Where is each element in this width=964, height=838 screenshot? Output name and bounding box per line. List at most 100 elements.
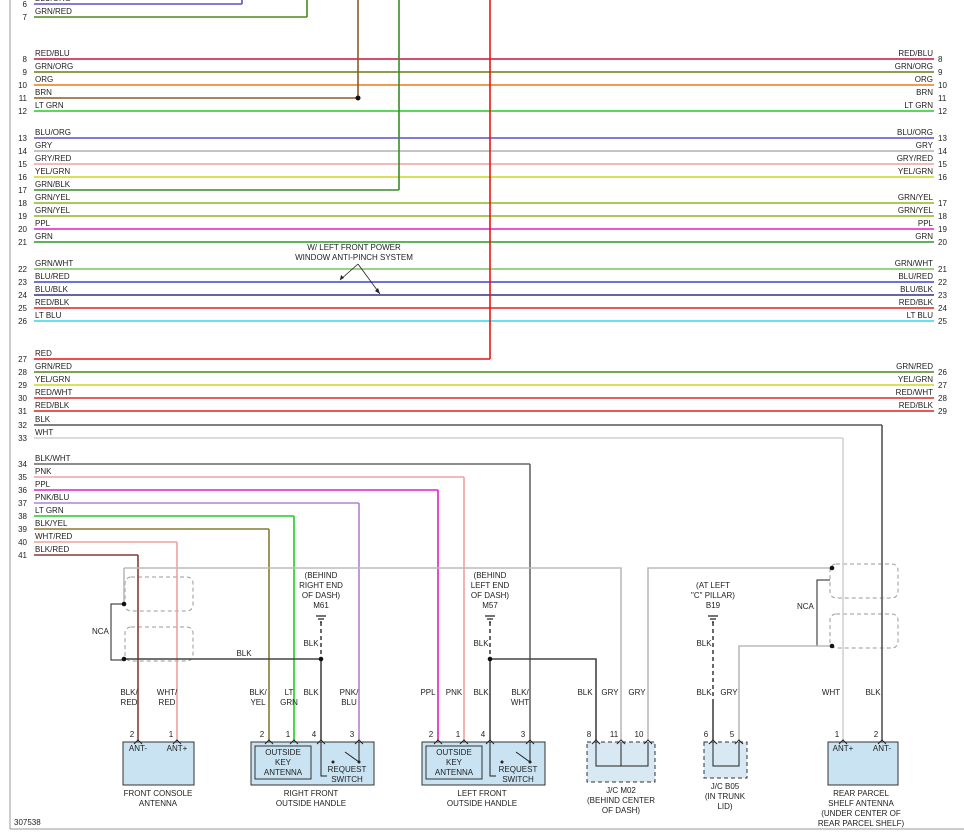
right-wire-label-21: GRN/WHT (895, 259, 933, 268)
blk-label-bus: BLK (236, 649, 252, 658)
right-wire-number-18: 18 (938, 212, 947, 221)
right-wire-label-22: BLU/RED (898, 272, 933, 281)
wire-label-34: BLK/WHT (35, 454, 71, 463)
pin-label-lf_3-0: BLK/ (511, 688, 529, 697)
anti-pinch-arrowhead-left (340, 275, 344, 280)
wire-number-10: 10 (18, 81, 27, 90)
wire-label-14: GRY (35, 141, 53, 150)
right-wire-number-29: 29 (938, 407, 947, 416)
wire-label-16: YEL/GRN (35, 167, 70, 176)
rp-pin-ant-plus: ANT+ (833, 744, 854, 753)
anti-pinch-note-line1: W/ LEFT FRONT POWER (307, 243, 401, 252)
rp-caption-1: SHELF ANTENNA (828, 799, 894, 808)
right_front-inner-0: OUTSIDE (265, 748, 301, 757)
wire-label-15: GRY/RED (35, 154, 72, 163)
connector-pin (708, 739, 718, 745)
wire-label-25: RED/BLK (35, 298, 70, 307)
wire-label-26: LT BLU (35, 311, 62, 320)
jc-b05-caption-2: LID) (717, 802, 732, 811)
right-wire-label-13: BLU/ORG (897, 128, 933, 137)
connector-pin (838, 739, 848, 745)
pin-label-lf_4-0: BLK (473, 688, 489, 697)
bottom-graphics (121, 425, 899, 786)
right-wire-number-13: 13 (938, 134, 947, 143)
jc-m02-pinnum-1: 11 (610, 730, 619, 739)
right-wire-number-27: 27 (938, 381, 947, 390)
rp-pinnum-2: 2 (874, 730, 879, 739)
nca-right-bracket (816, 579, 830, 647)
right-wire-label-27: YEL/GRN (898, 375, 933, 384)
wire-number-26: 26 (18, 317, 27, 326)
pin-label-rf_4-0: BLK (303, 688, 319, 697)
right-wire-number-26: 26 (938, 368, 947, 377)
fc-pin-ant-minus: ANT- (129, 744, 148, 753)
connector-pin (734, 739, 744, 745)
wire-label-19: GRN/YEL (35, 206, 71, 215)
wire-number-13: 13 (18, 134, 27, 143)
pin-label-lf_3-1: WHT (511, 698, 529, 707)
jc-b05-pinnum-1: 5 (730, 730, 735, 739)
fc-pinnum-1: 1 (169, 730, 174, 739)
splice-dot (121, 601, 127, 607)
pin-label-lf_1-0: PNK (446, 688, 463, 697)
wire-number-38: 38 (18, 512, 27, 521)
pin-label-m02_10-0: GRY (628, 688, 646, 697)
nca-left-bracket (110, 603, 124, 661)
wire-label-10: ORG (35, 75, 53, 84)
splice-dot (829, 565, 835, 571)
wire-number-23: 23 (18, 278, 27, 287)
right-wire-label-24: RED/BLK (899, 298, 934, 307)
ground-label-b19-1: "C" PILLAR) (691, 591, 735, 600)
wire-number-39: 39 (18, 525, 27, 534)
right-wire-number-25: 25 (938, 317, 947, 326)
nca-left-label: NCA (92, 627, 110, 636)
wire-label-20: PPL (35, 219, 51, 228)
right-wire-number-22: 22 (938, 278, 947, 287)
jc-m02-pinnum-2: 10 (635, 730, 644, 739)
ground-icon-b19 (708, 615, 718, 623)
left_front-pinnum-2: 4 (481, 730, 486, 739)
right-wire-label-28: RED/WHT (896, 388, 933, 397)
wire-label-36: PPL (35, 480, 51, 489)
right-wire-number-14: 14 (938, 147, 947, 156)
wire-number-33: 33 (18, 434, 27, 443)
wire-number-34: 34 (18, 460, 27, 469)
ground-label-m61-0: (BEHIND (305, 571, 338, 580)
ground-label-m57-3: M57 (482, 601, 498, 610)
right-wire-number-11: 11 (938, 94, 947, 103)
connector-pin (459, 739, 469, 745)
wire-label-30: RED/WHT (35, 388, 72, 397)
pin-label-rf_3-1: BLU (341, 698, 357, 707)
wire-number-20: 20 (18, 225, 27, 234)
right_front-caption-1: OUTSIDE HANDLE (276, 799, 346, 808)
left_front-switch-0: REQUEST (499, 765, 538, 774)
rp-pinnum-1: 1 (835, 730, 840, 739)
jc-m02-caption-2: OF DASH) (602, 806, 641, 815)
wire-number-14: 14 (18, 147, 27, 156)
wire-label-13: BLU/ORG (35, 128, 71, 137)
wire-label-41: BLK/RED (35, 545, 69, 554)
wire-number-30: 30 (18, 394, 27, 403)
connector-pin (289, 739, 299, 745)
connector-pin (643, 739, 653, 745)
connector-pin (264, 739, 274, 745)
jc-m02-pinnum-0: 8 (587, 730, 592, 739)
wire-number-41: 41 (18, 551, 27, 560)
right-wire-number-10: 10 (938, 81, 947, 90)
ground-label-m61-3: M61 (313, 601, 329, 610)
right-wire-label-19: PPL (918, 219, 934, 228)
wire-number-19: 19 (18, 212, 27, 221)
right_front-pinnum-3: 3 (350, 730, 355, 739)
connector-pin (877, 739, 887, 745)
wire-number-15: 15 (18, 160, 27, 169)
connector-pin (591, 739, 601, 745)
left_front-caption-0: LEFT FRONT (457, 789, 506, 798)
gry-shield-left (124, 567, 622, 740)
wire-number-21: 21 (18, 238, 27, 247)
right_front-antenna-box (254, 745, 312, 780)
right-wire-label-11: BRN (916, 88, 933, 97)
wire-label-37: PNK/BLU (35, 493, 69, 502)
jc-m02-caption-1: (BEHIND CENTER (587, 796, 655, 805)
